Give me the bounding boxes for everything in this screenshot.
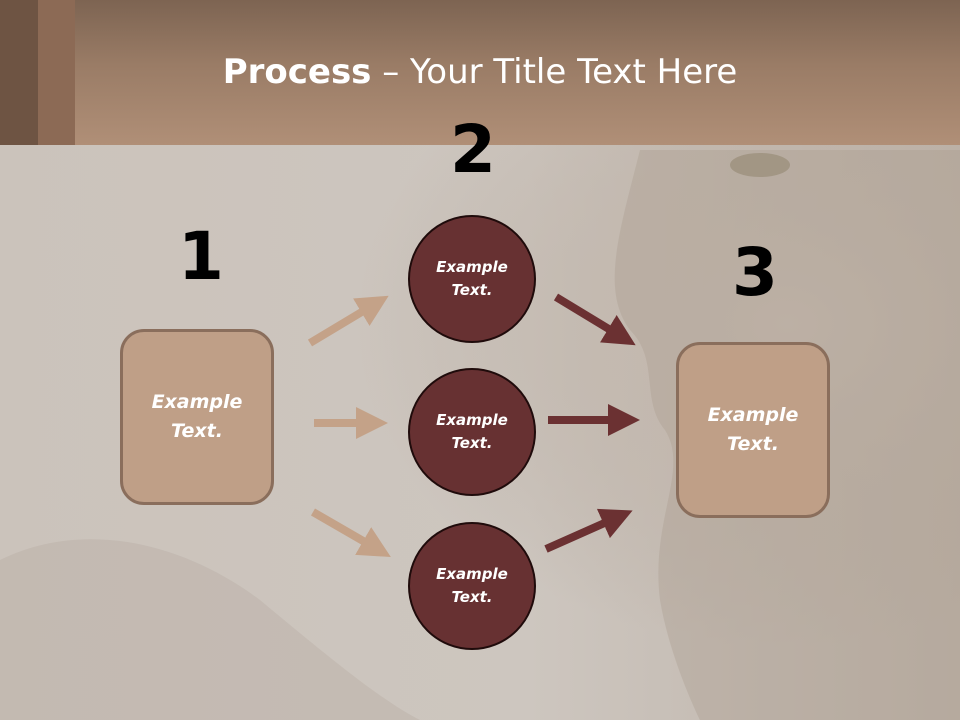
circle-bottom-text: Example Text.	[436, 565, 508, 606]
header-accent-light	[38, 0, 75, 145]
circle-top-text: Example Text.	[436, 258, 508, 299]
step-number-1: 1	[178, 218, 224, 295]
circle-middle-text: Example Text.	[436, 411, 508, 452]
step-2-circle-middle: Example Text.	[408, 368, 536, 496]
step-2-circle-bottom: Example Text.	[408, 522, 536, 650]
step-number-2: 2	[450, 111, 496, 188]
arrow-bottom-to-3	[544, 508, 633, 553]
arrow-top-to-3	[553, 293, 636, 346]
step-1-box: Example Text.	[120, 329, 274, 505]
slide-title: Process – Your Title Text Here	[0, 52, 960, 92]
step-1-text: Example Text.	[151, 391, 243, 442]
arrow-1-to-top	[307, 295, 389, 347]
title-rest: – Your Title Text Here	[371, 52, 738, 92]
step-number-3: 3	[732, 234, 778, 311]
title-bar	[0, 0, 960, 145]
arrow-1-to-bottom	[310, 508, 391, 558]
header-accent-dark	[0, 0, 38, 145]
step-3-text: Example Text.	[707, 404, 799, 455]
step-3-box: Example Text.	[676, 342, 830, 518]
title-bold: Process	[222, 52, 372, 92]
step-2-circle-top: Example Text.	[408, 215, 536, 343]
